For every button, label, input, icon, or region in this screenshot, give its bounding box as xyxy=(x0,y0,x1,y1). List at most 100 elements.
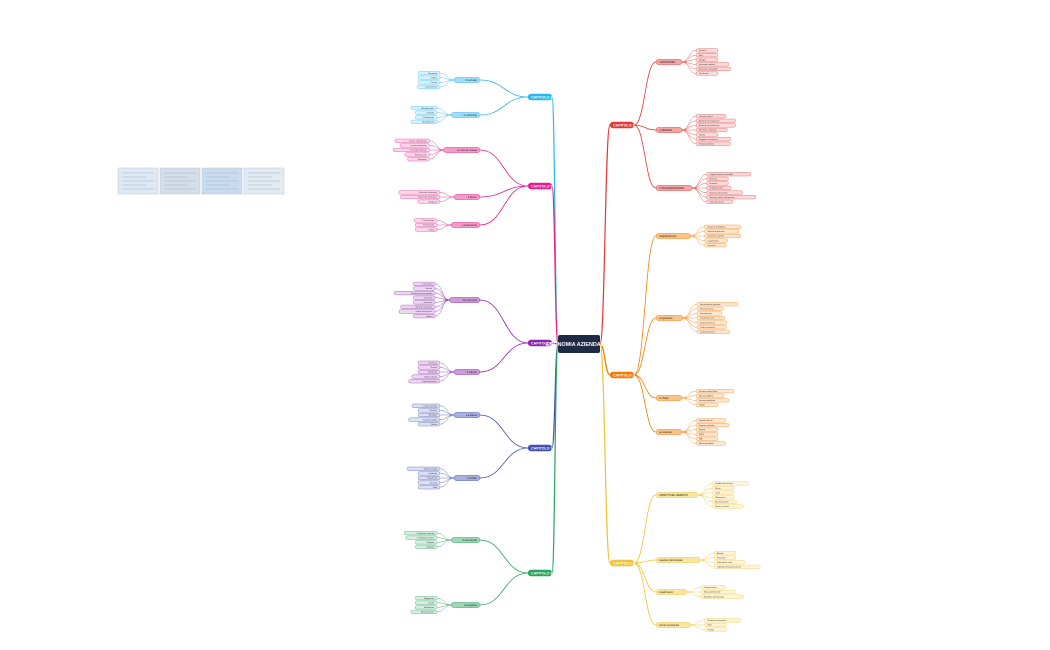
leaf-cap2-1-3[interactable]: Trasformazione xyxy=(696,315,726,321)
subtopic-cap8-1[interactable]: La logistica xyxy=(450,602,481,608)
leaf-cap3-0-5[interactable]: Ratei e risconti xyxy=(711,504,744,509)
leaf-cap1-0-4[interactable]: Economia aziendale xyxy=(695,66,731,71)
leaf-cap7-1-4[interactable]: Fido xyxy=(417,485,441,490)
leaf-cap5-0-1[interactable]: Lavoro autonomo xyxy=(399,143,430,148)
subtopic-cap7-0[interactable]: La banca xyxy=(453,412,481,418)
leaf-cap2-2-0[interactable]: Funzioni dello Stato xyxy=(695,389,735,394)
leaf-cap2-2-1[interactable]: Spesa pubblica xyxy=(695,393,725,398)
leaf-cap4-1-2[interactable]: Promozione xyxy=(414,115,438,120)
leaf-cap4-1-1[interactable]: Prodotto xyxy=(414,110,438,115)
leaf-cap8-0-0[interactable]: Commercio interno xyxy=(403,531,438,536)
subtopic-cap2-2[interactable]: Lo Stato xyxy=(655,395,683,401)
leaf-cap3-2-0[interactable]: Composizione xyxy=(700,585,726,590)
root-node[interactable]: ECONOMIA AZIENDALE 1 xyxy=(546,335,612,353)
leaf-cap7-1-2[interactable]: Pagamenti xyxy=(417,475,441,481)
subtopic-cap8-0[interactable]: Il commercio xyxy=(450,537,481,543)
leaf-cap6-0-1[interactable]: Fattura xyxy=(413,286,436,291)
leaf-cap5-0-0[interactable]: Lavoro subordinato xyxy=(394,138,430,143)
leaf-cap2-3-4[interactable]: IVA xyxy=(695,436,719,441)
leaf-cap5-1-2[interactable]: Sindacati xyxy=(417,199,441,204)
leaf-cap3-0-4[interactable]: Ammortamenti xyxy=(711,499,738,504)
leaf-cap5-1-1[interactable]: Doveri del lavoratore xyxy=(400,194,441,200)
subtopic-cap3-0[interactable]: ASPETTI DEL REDDITO xyxy=(655,492,699,498)
leaf-cap7-0-2[interactable]: Assegno xyxy=(417,412,441,418)
leaf-cap1-2-5[interactable]: Gestione delle informazioni xyxy=(706,195,757,200)
leaf-cap8-1-0[interactable]: Magazzino xyxy=(414,596,438,601)
leaf-cap3-1-1[interactable]: Passività xyxy=(713,555,737,560)
chapter-cap5[interactable]: CAPITOLO 5 xyxy=(527,182,553,190)
leaf-cap1-2-4[interactable]: Sistema informativo xyxy=(706,190,744,195)
chapter-cap7[interactable]: CAPITOLO 7 xyxy=(527,444,553,452)
leaf-cap2-0-2[interactable]: Società di capitali xyxy=(704,233,742,239)
leaf-cap7-0-4[interactable]: Mutuo xyxy=(417,422,441,427)
leaf-cap2-3-2[interactable]: IRPEF xyxy=(695,427,719,432)
subtopic-cap5-1[interactable]: Il lavoro xyxy=(453,194,481,200)
leaf-cap6-0-7[interactable]: Riparti xyxy=(413,314,436,319)
chapter-cap4[interactable]: CAPITOLO 4 xyxy=(527,93,553,101)
leaf-cap7-0-3[interactable]: Carta di credito xyxy=(408,417,441,422)
subtopic-cap3-2[interactable]: Il patrimonio xyxy=(655,589,687,595)
leaf-cap6-1-2[interactable]: Montante xyxy=(417,369,441,375)
leaf-cap6-0-0[interactable]: Documenti xyxy=(413,281,436,286)
leaf-cap3-2-2[interactable]: Equilibrio patrimoniale xyxy=(700,594,744,599)
subtopic-cap5-0[interactable]: Le risorse umane xyxy=(443,147,481,153)
leaf-cap6-1-4[interactable]: Capitalizzazione xyxy=(408,379,441,384)
leaf-cap5-2-2[interactable]: Tutela xyxy=(414,227,438,232)
leaf-cap2-0-1[interactable]: Società di persone xyxy=(704,229,740,234)
leaf-cap3-0-1[interactable]: Ricavi xyxy=(711,486,735,491)
chapter-cap6[interactable]: CAPITOLO 6 xyxy=(527,339,553,347)
leaf-cap1-0-0[interactable]: Scienza xyxy=(695,48,719,53)
leaf-cap3-3-0[interactable]: Risultato economico xyxy=(704,618,742,623)
leaf-cap7-1-3[interactable]: Incasso xyxy=(417,480,441,485)
leaf-cap6-1-1[interactable]: Sconto xyxy=(417,365,441,370)
leaf-cap1-0-1[interactable]: Beni xyxy=(695,53,719,58)
leaf-cap1-0-2[interactable]: Bisogni xyxy=(695,57,719,62)
leaf-cap6-0-4[interactable]: Scontrino xyxy=(413,300,436,305)
leaf-cap1-2-3[interactable]: Organigramma xyxy=(706,185,732,191)
subtopic-cap2-0[interactable]: Classificazione xyxy=(655,233,691,239)
leaf-cap4-0-2[interactable]: Prezzo xyxy=(417,80,441,85)
leaf-cap6-1-3[interactable]: Valore attuale xyxy=(411,374,441,379)
leaf-cap1-1-1[interactable]: Aziende di erogazione xyxy=(695,118,736,123)
subtopic-cap6-0[interactable]: Gli strumenti xyxy=(449,297,481,303)
subtopic-cap3-1[interactable]: Aspetto patrimoniale xyxy=(655,557,701,563)
leaf-cap3-2-1[interactable]: Stato patrimoniale xyxy=(700,589,736,595)
leaf-cap3-3-1[interactable]: Utile xyxy=(704,622,727,628)
subtopic-cap2-1[interactable]: La gestione xyxy=(655,315,684,321)
leaf-cap2-1-6[interactable]: Ciclo finanziario xyxy=(696,329,731,334)
leaf-cap4-0-3[interactable]: Concorrenza xyxy=(416,84,441,89)
leaf-cap2-3-1[interactable]: Imposte indirette xyxy=(695,423,730,428)
leaf-cap8-1-3[interactable]: Assicurazione xyxy=(410,609,438,614)
leaf-cap2-1-5[interactable]: Ciclo economico xyxy=(696,325,727,330)
leaf-cap1-0-5[interactable]: Ricchezza xyxy=(695,71,719,76)
leaf-cap5-0-4[interactable]: Selezione xyxy=(407,157,430,162)
chapter-cap3[interactable]: CAPITOLO 3 xyxy=(609,559,635,567)
leaf-cap1-2-2[interactable]: Funzioni xyxy=(706,181,729,186)
leaf-cap7-1-1[interactable]: Cambiale xyxy=(417,471,441,476)
leaf-cap2-2-3[interactable]: Tributi xyxy=(695,402,719,407)
leaf-cap1-1-4[interactable]: Istituto xyxy=(695,132,719,137)
leaf-cap2-3-0[interactable]: Imposte dirette xyxy=(695,418,726,423)
leaf-cap2-1-4[interactable]: Disinvestimento xyxy=(696,320,727,325)
chapter-cap1[interactable]: CAPITOLO 1 xyxy=(609,121,635,129)
leaf-cap3-1-2[interactable]: Patrimonio netto xyxy=(713,560,746,565)
leaf-cap2-1-0[interactable]: Operazioni di gestione xyxy=(696,302,739,307)
leaf-cap3-1-0[interactable]: Attività xyxy=(713,551,737,556)
leaf-cap1-1-5[interactable]: Soggetto economico xyxy=(695,137,731,142)
leaf-cap7-0-0[interactable]: Conto corrente xyxy=(411,403,441,408)
leaf-cap2-3-3[interactable]: IRES xyxy=(695,432,719,437)
leaf-cap8-0-3[interactable]: Trasporti xyxy=(414,544,438,549)
leaf-cap2-2-2[interactable]: Entrate pubbliche xyxy=(695,398,730,403)
leaf-cap1-0-3[interactable]: Economia politica xyxy=(695,62,730,67)
leaf-cap8-0-1[interactable]: Commercio estero xyxy=(405,535,438,540)
leaf-cap2-1-2[interactable]: Investimento xyxy=(696,311,722,316)
leaf-cap3-3-2[interactable]: Perdita xyxy=(704,627,727,632)
leaf-cap8-1-1[interactable]: Scorte xyxy=(414,600,438,605)
leaf-cap2-0-4[interactable]: Consorzi xyxy=(704,243,727,248)
leaf-cap5-2-1[interactable]: Formazione xyxy=(414,222,438,228)
leaf-cap5-0-2[interactable]: Contratto di lavoro xyxy=(393,147,430,153)
leaf-cap3-1-3[interactable]: Capitale di funzionamento xyxy=(713,564,761,569)
leaf-cap6-0-3[interactable]: Ricevuta xyxy=(413,295,436,300)
leaf-cap3-0-0[interactable]: Reddito d'esercizio xyxy=(711,481,749,486)
